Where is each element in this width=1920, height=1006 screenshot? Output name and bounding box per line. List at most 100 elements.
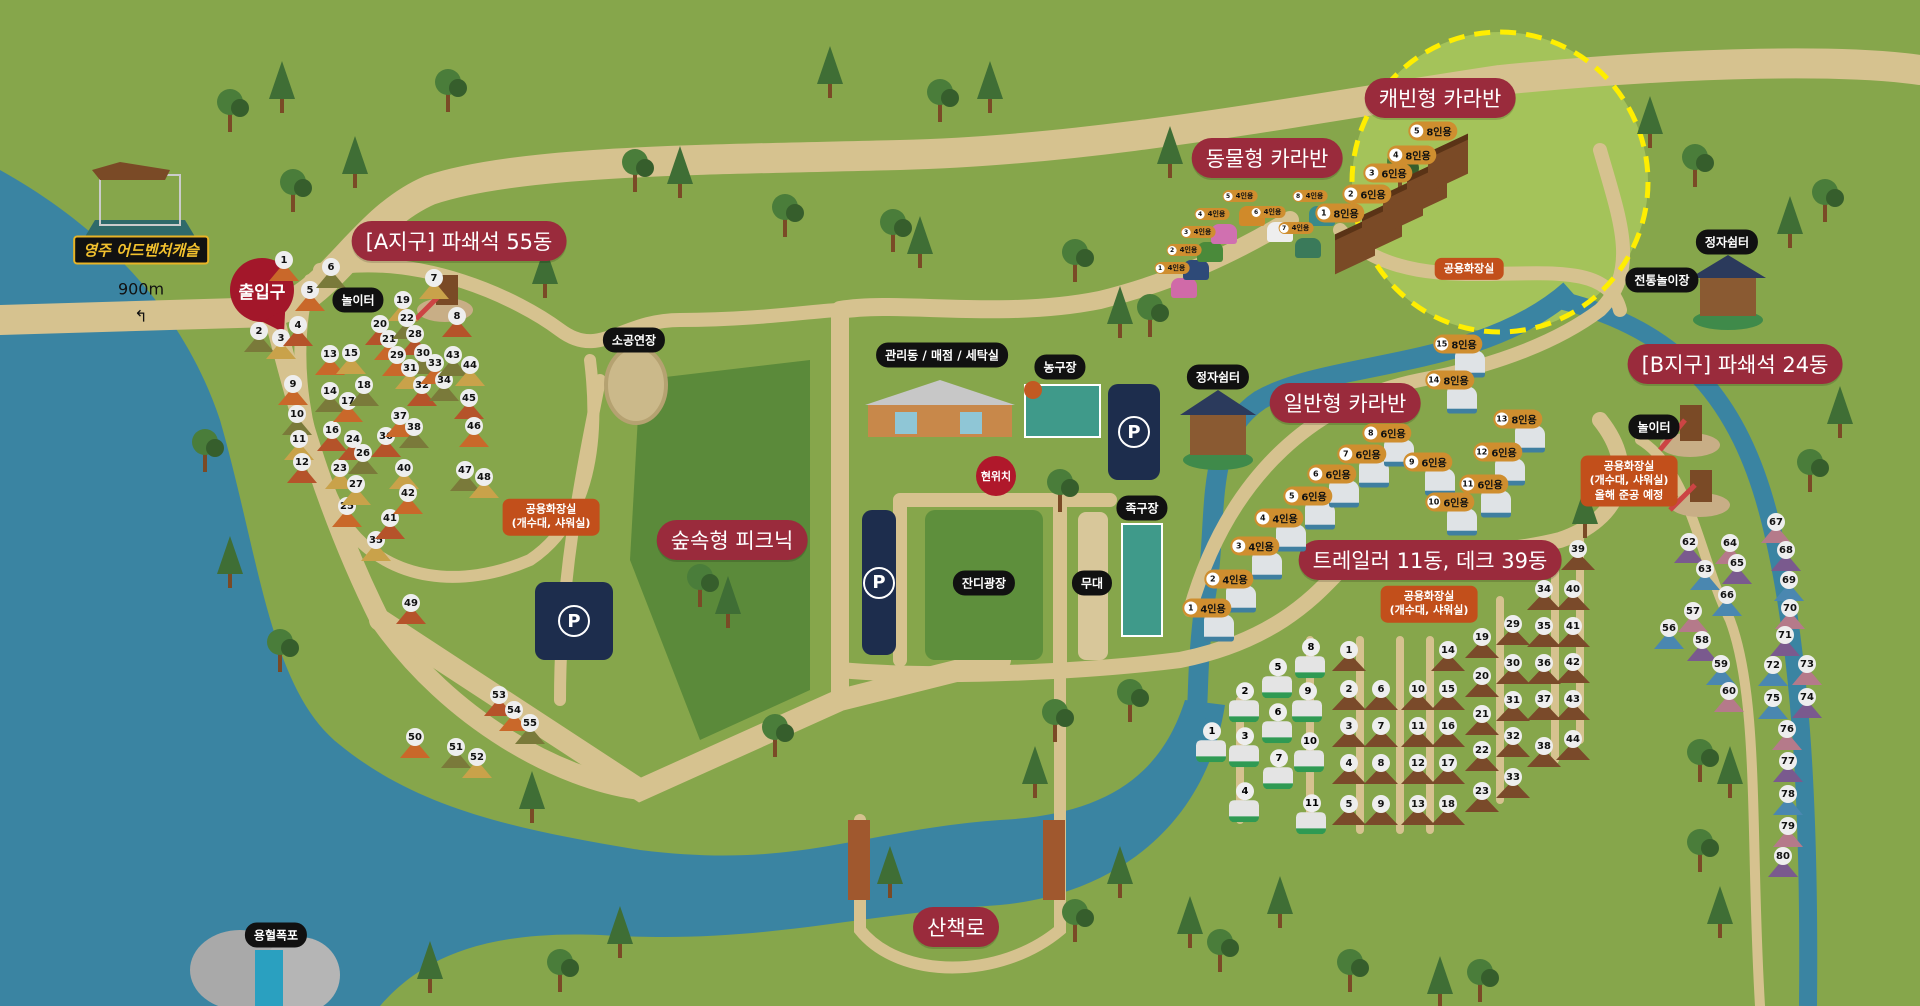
trailer-site[interactable]: 10 <box>1294 732 1326 773</box>
trailer-site[interactable]: 5 <box>1262 658 1294 699</box>
deck-site[interactable]: 4 <box>1332 754 1366 784</box>
deck-site[interactable]: 10 <box>1401 680 1435 710</box>
b-zone-site[interactable]: 72 <box>1758 656 1788 686</box>
deck-site[interactable]: 13 <box>1401 795 1435 825</box>
deck-site[interactable]: 9 <box>1364 795 1398 825</box>
b-zone-site[interactable]: 78 <box>1773 785 1803 815</box>
deck-site[interactable]: 21 <box>1465 705 1499 735</box>
a-zone-site[interactable]: 15 <box>336 344 366 374</box>
deck-site[interactable]: 8 <box>1364 754 1398 784</box>
a-zone-site[interactable]: 7 <box>419 269 449 299</box>
playground-a-label[interactable]: 놀이터 <box>332 287 384 313</box>
trailer-site[interactable]: 2 <box>1229 682 1261 723</box>
a-zone-site[interactable]: 6 <box>316 258 346 288</box>
b-zone-site[interactable]: 74 <box>1792 688 1822 718</box>
deck-site[interactable]: 38 <box>1527 737 1561 767</box>
b-zone-label[interactable]: [B지구] 파쇄석 24동 <box>1627 344 1843 384</box>
restroom-b-zone[interactable]: 공용화장실(개수대, 샤워실)올해 준공 예정 <box>1580 455 1678 507</box>
deck-site[interactable]: 44 <box>1556 730 1590 760</box>
b-zone-site[interactable]: 76 <box>1772 720 1802 750</box>
a-zone-site[interactable]: 27 <box>341 475 371 505</box>
foot-volleyball-label[interactable]: 족구장 <box>1116 495 1168 521</box>
b-zone-site[interactable]: 71 <box>1770 626 1800 656</box>
parking-lot[interactable]: P <box>535 582 613 660</box>
a-zone-site[interactable]: 53 <box>484 686 514 716</box>
trailer-site[interactable]: 7 <box>1263 749 1295 790</box>
a-zone-site[interactable]: 5 <box>295 281 325 311</box>
a-zone-site[interactable]: 12 <box>287 453 317 483</box>
deck-site[interactable]: 20 <box>1465 667 1499 697</box>
a-zone-site[interactable]: 52 <box>462 748 492 778</box>
a-zone-site[interactable]: 4 <box>283 316 313 346</box>
pavilion-mid-label[interactable]: 정자쉼터 <box>1186 364 1250 390</box>
deck-site[interactable]: 15 <box>1431 680 1465 710</box>
a-zone-site[interactable]: 18 <box>349 376 379 406</box>
deck-site[interactable]: 31 <box>1496 691 1530 721</box>
deck-site[interactable]: 16 <box>1431 717 1465 747</box>
trailer-site[interactable]: 9 <box>1292 682 1324 723</box>
waterfall-label[interactable]: 용혈폭포 <box>244 922 308 948</box>
b-zone-site[interactable]: 70 <box>1775 599 1805 629</box>
deck-site[interactable]: 22 <box>1465 741 1499 771</box>
deck-site[interactable]: 6 <box>1364 680 1398 710</box>
b-zone-site[interactable]: 63 <box>1690 560 1720 590</box>
deck-site[interactable]: 42 <box>1556 653 1590 683</box>
parking-lot[interactable]: P <box>1108 384 1160 480</box>
deck-site[interactable]: 33 <box>1496 768 1530 798</box>
deck-site[interactable]: 12 <box>1401 754 1435 784</box>
traditional-play-label[interactable]: 전통놀이장 <box>1625 267 1699 293</box>
small-stage-label[interactable]: 소공연장 <box>602 327 666 353</box>
a-zone-site[interactable]: 46 <box>459 417 489 447</box>
a-zone-site[interactable]: 38 <box>399 418 429 448</box>
restroom-a-zone[interactable]: 공용화장실(개수대, 샤워실) <box>502 498 600 536</box>
stage-label[interactable]: 무대 <box>1071 570 1113 596</box>
parking-lot[interactable]: P <box>862 510 896 655</box>
deck-site[interactable]: 32 <box>1496 727 1530 757</box>
pavilion-right-label[interactable]: 정자쉼터 <box>1695 229 1759 255</box>
deck-site[interactable]: 5 <box>1332 795 1366 825</box>
deck-site[interactable]: 39 <box>1561 540 1595 570</box>
trailer-site[interactable]: 1 <box>1196 722 1228 763</box>
lawn-plaza-label[interactable]: 잔디광장 <box>952 570 1016 596</box>
b-zone-site[interactable]: 56 <box>1654 619 1684 649</box>
b-zone-site[interactable]: 77 <box>1773 752 1803 782</box>
b-zone-site[interactable]: 64 <box>1715 534 1745 564</box>
b-zone-site[interactable]: 58 <box>1687 631 1717 661</box>
deck-site[interactable]: 35 <box>1527 617 1561 647</box>
a-zone-site[interactable]: 26 <box>348 444 378 474</box>
deck-site[interactable]: 17 <box>1431 754 1465 784</box>
a-zone-label[interactable]: [A지구] 파쇄석 55동 <box>351 221 567 261</box>
b-zone-site[interactable]: 69 <box>1774 571 1804 601</box>
a-zone-site[interactable]: 35 <box>361 531 391 561</box>
deck-site[interactable]: 30 <box>1496 654 1530 684</box>
b-zone-site[interactable]: 57 <box>1678 602 1708 632</box>
deck-site[interactable]: 37 <box>1527 690 1561 720</box>
a-zone-site[interactable]: 48 <box>469 468 499 498</box>
restroom-cabin[interactable]: 공용화장실 <box>1434 257 1504 281</box>
b-zone-site[interactable]: 79 <box>1773 817 1803 847</box>
b-zone-site[interactable]: 66 <box>1712 586 1742 616</box>
trailer-deck-label[interactable]: 트레일러 11동, 데크 39동 <box>1298 540 1562 580</box>
basketball-court-label[interactable]: 농구장 <box>1034 354 1086 380</box>
a-zone-site[interactable]: 8 <box>442 307 472 337</box>
a-zone-site[interactable]: 31 <box>395 359 425 389</box>
b-zone-site[interactable]: 80 <box>1768 847 1798 877</box>
b-zone-site[interactable]: 60 <box>1714 682 1744 712</box>
deck-site[interactable]: 1 <box>1332 641 1366 671</box>
